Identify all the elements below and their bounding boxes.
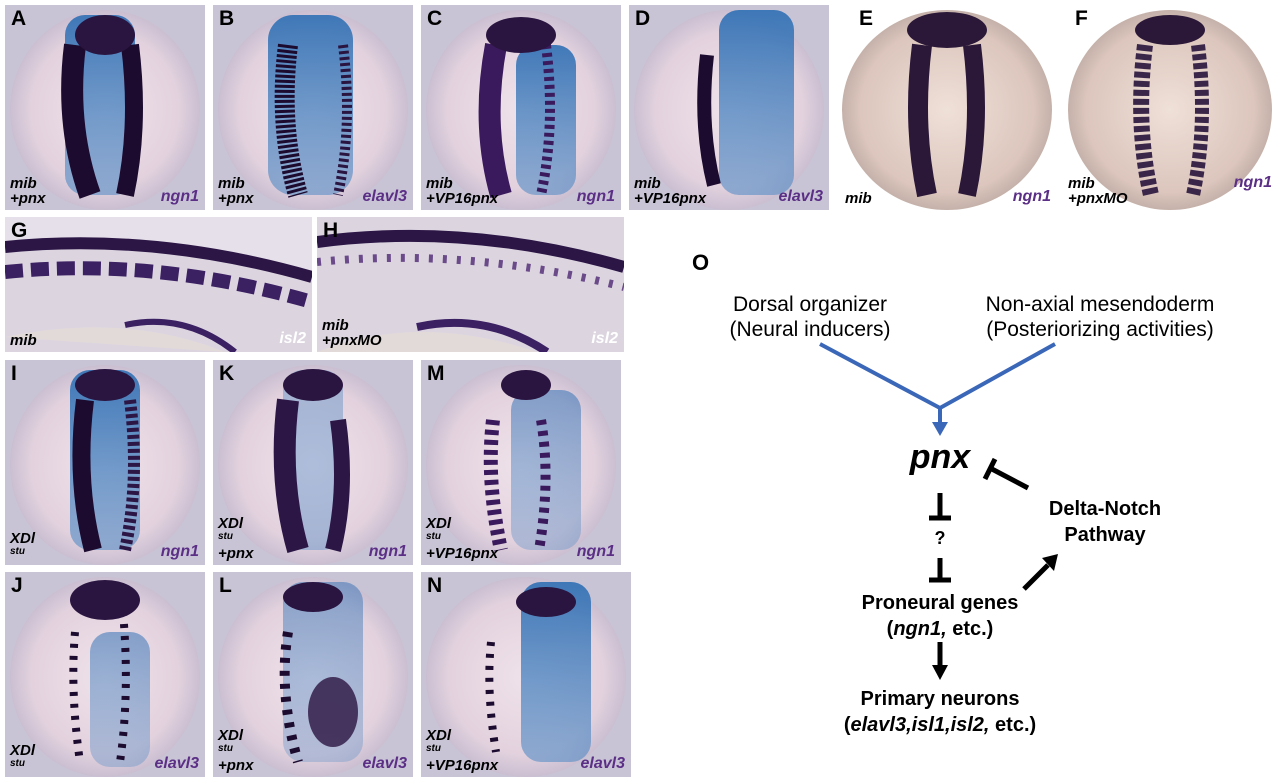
panel-label: J	[11, 574, 23, 597]
panel-A: A mib+pnx ngn1	[5, 5, 205, 210]
condition-label: mib+pnxMO	[1068, 175, 1128, 207]
panel-label: M	[427, 362, 445, 385]
mesendoderm-label: Non-axial mesendoderm(Posteriorizing act…	[985, 293, 1215, 341]
primary-neurons-label: Primary neurons (elavl3,isl1,isl2, etc.)	[843, 688, 1037, 736]
embryo-image	[1068, 10, 1272, 210]
panel-label: K	[219, 362, 235, 385]
gene-label: ngn1	[160, 188, 199, 205]
panel-B: B mib+pnx elavl3	[213, 5, 413, 210]
condition-label: mib+pnxMO	[322, 317, 382, 349]
condition-label: mib+VP16pnx	[426, 175, 499, 207]
gene-label: ngn1	[160, 543, 199, 560]
panel-label: E	[858, 7, 873, 30]
embryo-image	[5, 217, 312, 352]
gene-label: ngn1	[368, 543, 407, 560]
panel-label: H	[323, 219, 339, 242]
question-mark: ?	[934, 528, 946, 548]
panel-F: F mib+pnxMO ngn1	[1063, 5, 1278, 210]
panel-label: C	[427, 7, 443, 30]
embryo-image	[421, 360, 621, 565]
gene-label: elavl3	[154, 755, 199, 772]
panel-label: I	[11, 362, 17, 385]
embryo-image	[213, 572, 413, 777]
panel-C: C mib+VP16pnx ngn1	[421, 5, 621, 210]
condition-label: mib	[10, 332, 37, 349]
embryo-image	[5, 572, 205, 777]
pathway-diagram: O Dorsal organizer(Neural inducers) Non-…	[640, 240, 1280, 780]
panel-label: A	[11, 7, 27, 30]
embryo-image	[421, 572, 631, 777]
panel-D: D mib+VP16pnx elavl3	[629, 5, 829, 210]
gene-label: isl2	[279, 330, 306, 347]
gene-label: ngn1	[576, 543, 615, 560]
panel-label: G	[11, 219, 28, 242]
gene-label: ngn1	[576, 188, 615, 205]
gene-label: ngn1	[1233, 174, 1272, 191]
gene-label: isl2	[591, 330, 618, 347]
panel-label: L	[219, 574, 232, 597]
panel-label: B	[219, 7, 235, 30]
proneural-genes-label: Proneural genes (ngn1, etc.)	[861, 592, 1019, 640]
panel-label: F	[1075, 7, 1088, 30]
dorsal-organizer-label: Dorsal organizer(Neural inducers)	[729, 293, 891, 341]
condition-label: mib	[845, 190, 872, 207]
embryo-image	[213, 360, 413, 565]
pnx-label: pnx	[909, 438, 971, 476]
condition-label: mib+VP16pnx	[634, 175, 707, 207]
gene-label: elavl3	[580, 755, 625, 772]
gene-label: elavl3	[362, 755, 407, 772]
embryo-image	[317, 217, 624, 352]
panel-H: H mib+pnxMO isl2	[317, 217, 624, 352]
embryo-image	[842, 10, 1052, 210]
diagram-arrows	[819, 342, 1058, 680]
panel-label: D	[635, 7, 651, 30]
gene-label: elavl3	[778, 188, 823, 205]
panel-G: G mib isl2	[5, 217, 312, 352]
gene-label: ngn1	[1012, 188, 1051, 205]
condition-label: mib+pnx	[218, 175, 254, 207]
panel-label-O: O	[692, 250, 710, 275]
embryo-image	[213, 5, 413, 210]
embryo-image	[5, 5, 205, 210]
gene-label: elavl3	[362, 188, 407, 205]
condition-label: mib+pnx	[10, 175, 46, 207]
embryo-image	[421, 5, 621, 210]
panel-label: N	[427, 574, 443, 597]
embryo-image	[5, 360, 205, 565]
panel-E: E mib ngn1	[837, 5, 1057, 210]
embryo-image	[629, 5, 829, 210]
